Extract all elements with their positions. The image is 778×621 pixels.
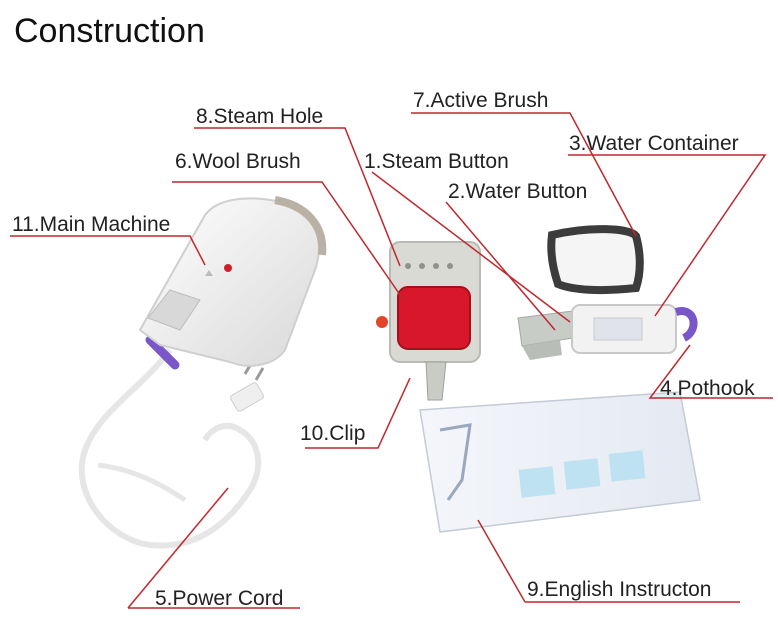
leader-water-button — [445, 201, 556, 331]
active-brush-illustration — [547, 225, 644, 295]
leader-clip — [305, 377, 411, 449]
leader-main-machine — [10, 235, 206, 266]
water-container-illustration — [517, 304, 698, 360]
label-steam-hole: 8.Steam Hole — [196, 105, 324, 128]
label-english-instruction: 9.English Instructon — [527, 578, 712, 601]
power-cord-cable — [78, 348, 262, 549]
instruction-booklet-illustration — [419, 391, 701, 533]
leader-lines — [10, 112, 773, 609]
brush-clip — [425, 361, 447, 401]
page-title: Construction — [14, 12, 205, 50]
main-machine-illustration — [78, 196, 327, 549]
leader-steam-button — [371, 171, 571, 323]
wool-pad — [397, 286, 471, 350]
leader-steam-hole — [194, 127, 401, 267]
leader-instruction — [477, 519, 526, 603]
leader-water-container — [568, 154, 767, 317]
pothook-ring — [674, 307, 698, 342]
machine-head — [274, 196, 327, 256]
label-active-brush: 7.Active Brush — [413, 89, 549, 112]
wool-brush-illustration — [376, 241, 481, 401]
power-plug — [230, 382, 264, 412]
label-pothook: 4.Pothook — [660, 377, 755, 400]
leader-power-cord — [127, 487, 229, 609]
label-wool-brush: 6.Wool Brush — [175, 150, 301, 173]
label-water-container: 3.Water Container — [569, 132, 739, 155]
leader-pothook — [648, 344, 773, 399]
label-water-button: 2.Water Button — [448, 180, 588, 203]
label-steam-button: 1.Steam Button — [364, 150, 509, 173]
indicator-light — [224, 264, 232, 272]
water-button-slot — [147, 289, 201, 331]
label-clip: 10.Clip — [300, 422, 366, 445]
steam-symbol — [205, 270, 213, 276]
label-power-cord: 5.Power Cord — [155, 587, 284, 610]
cord-collar — [145, 335, 180, 370]
leader-wool-brush — [172, 181, 406, 303]
leader-active-brush — [411, 112, 637, 237]
label-main-machine: 11.Main Machine — [12, 213, 171, 236]
